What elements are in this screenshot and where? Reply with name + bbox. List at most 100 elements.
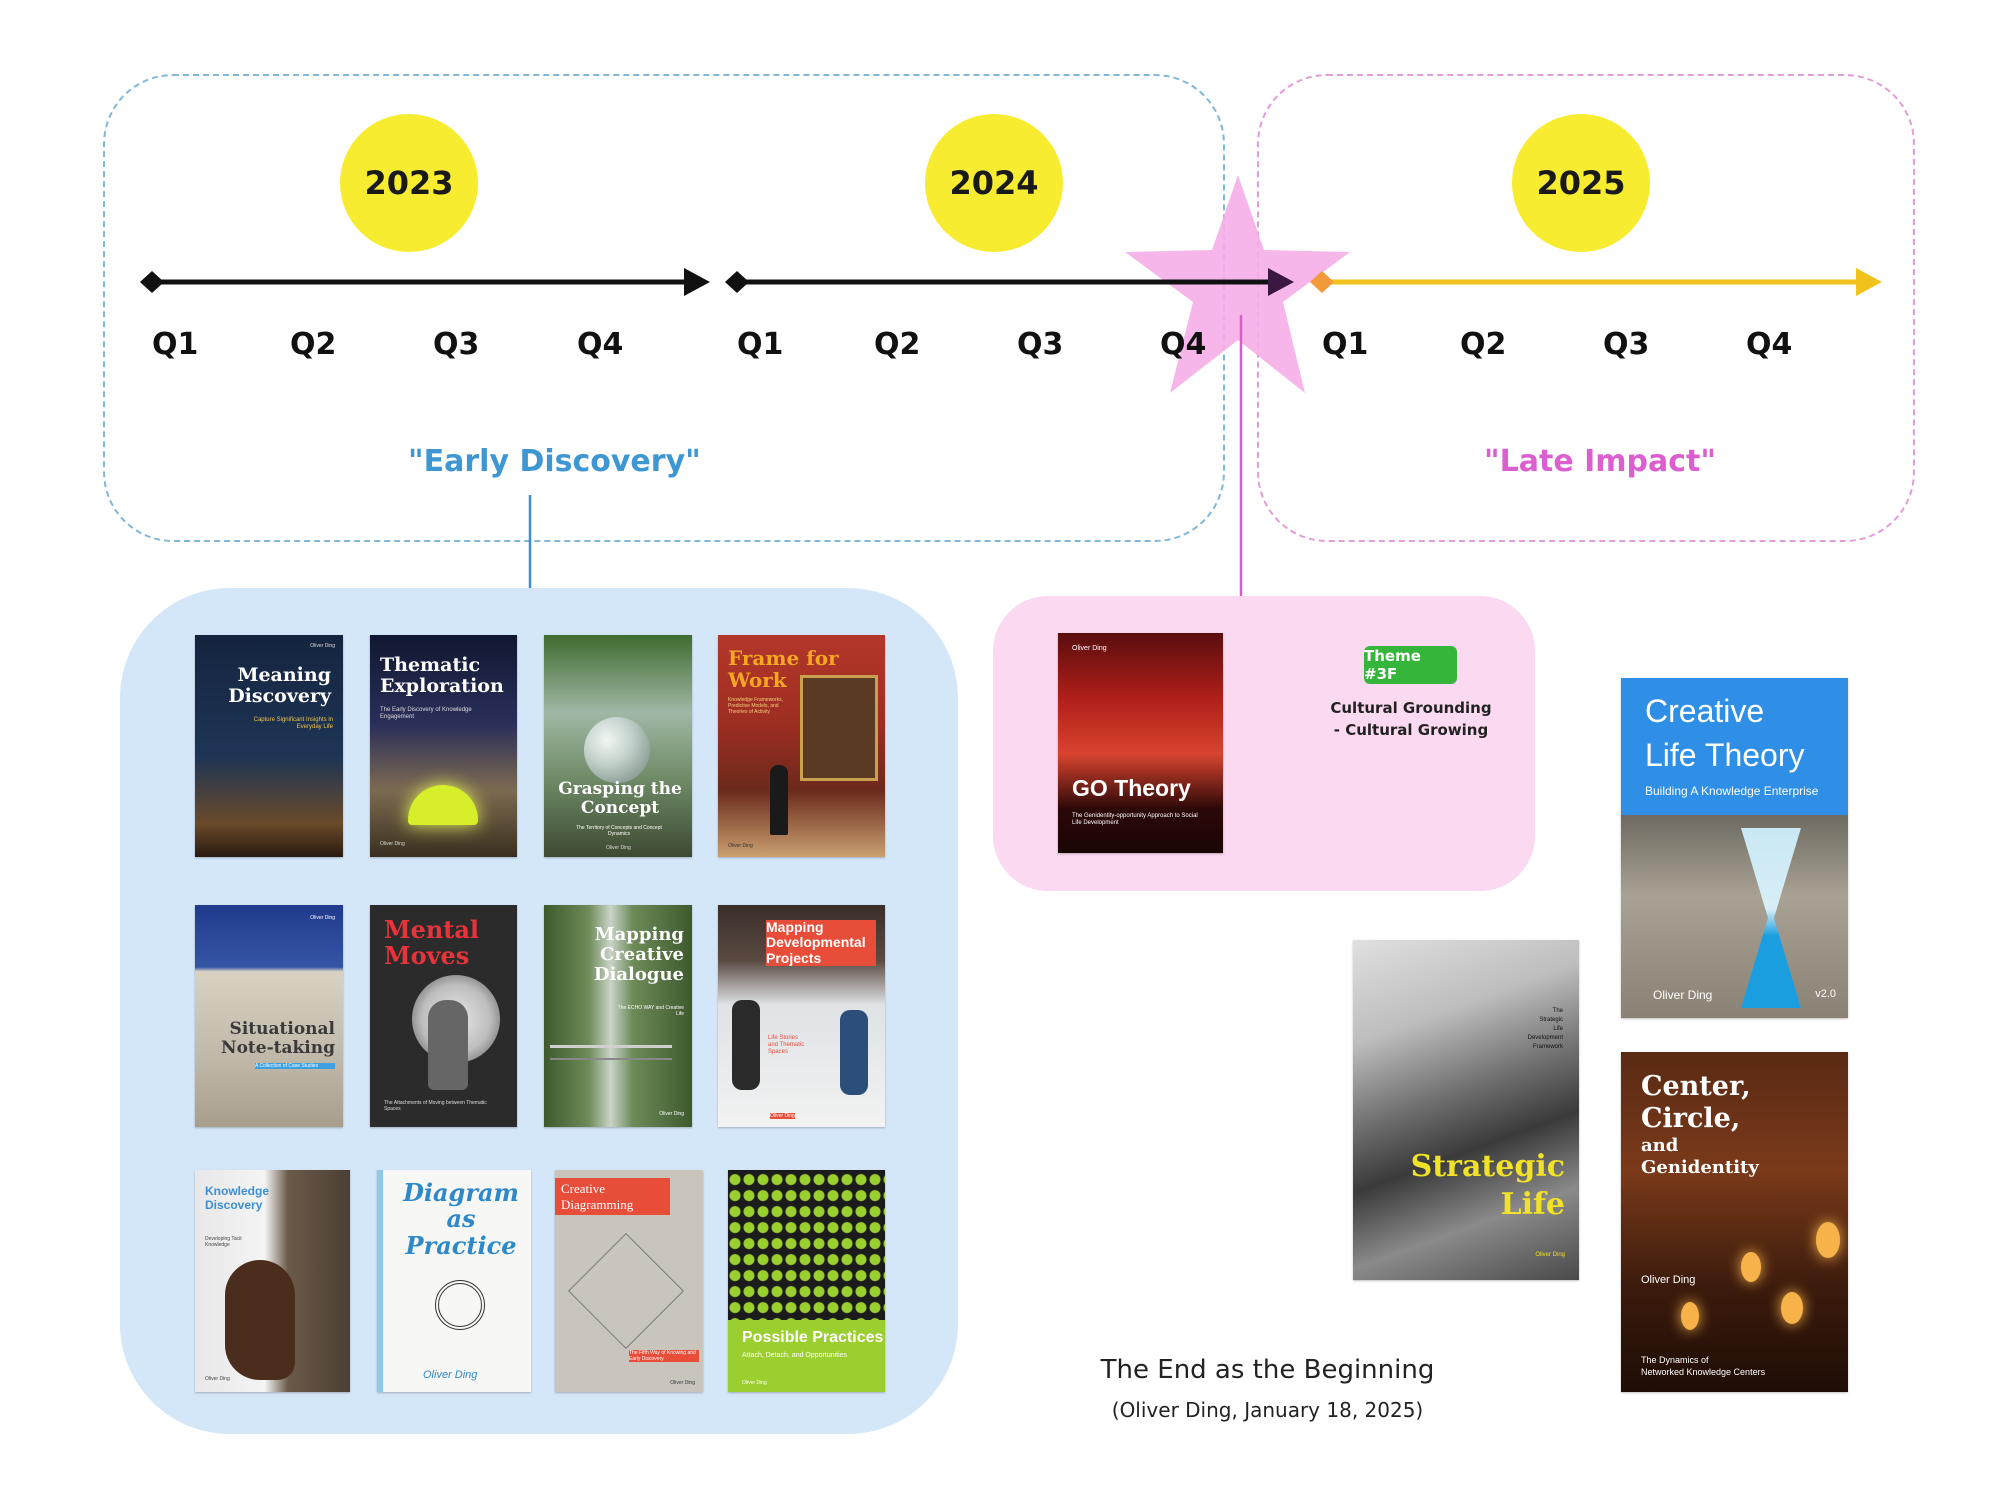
- early-discovery-label: "Early Discovery": [408, 444, 701, 479]
- book-title: Thematic Exploration: [380, 654, 504, 697]
- child-figure-2: [840, 1010, 868, 1095]
- book-creative-life-theory[interactable]: Creative Life Theory Building A Knowledg…: [1621, 678, 1848, 1018]
- visitor-figure: [770, 765, 788, 835]
- caption-title: The End as the Beginning: [1100, 1355, 1435, 1385]
- q3-2023-label: Q3: [433, 327, 480, 362]
- book-center-circle-genidentity[interactable]: Center, Circle, and Genidentity Oliver D…: [1621, 1052, 1848, 1392]
- bridge-shape: [550, 1045, 672, 1060]
- year-2023-circle: 2023: [340, 114, 478, 252]
- book-subtitle: The ECHO WAY and Creative Life: [617, 1005, 684, 1017]
- book-frame-for-work[interactable]: Frame for Work Knowledge Frameworks, Pre…: [718, 635, 885, 857]
- book-title: Mental Moves: [384, 915, 480, 971]
- book-title: Mapping Creative Dialogue: [593, 924, 684, 985]
- book-grasping-the-concept[interactable]: Grasping the Concept The Territory of Co…: [544, 635, 692, 857]
- book-author: Oliver Ding: [205, 1376, 230, 1382]
- timeline-2024-arrowhead: [1268, 268, 1294, 296]
- book-author: Oliver Ding: [1641, 1274, 1696, 1286]
- late-impact-label: "Late Impact": [1484, 444, 1717, 479]
- book-knowledge-discovery[interactable]: Knowledge Discovery Developing Tacit Kno…: [195, 1170, 350, 1392]
- book-title: Knowledge Discovery: [205, 1184, 270, 1213]
- book-strategic-life[interactable]: The Strategic Life Development Framework…: [1353, 940, 1579, 1280]
- book-title-line-3: and: [1641, 1135, 1679, 1156]
- book-meaning-discovery[interactable]: Meaning Discovery Capture Significant In…: [195, 635, 343, 857]
- bulb-1: [1741, 1252, 1761, 1282]
- book-title-line-1: Creative: [1645, 693, 1765, 729]
- book-mapping-developmental-projects[interactable]: Mapping Developmental Projects Life Stor…: [718, 905, 885, 1127]
- book-subtitle: Building A Knowledge Enterprise: [1645, 784, 1819, 798]
- book-top-line-3: Life: [1553, 1026, 1563, 1032]
- q3-2025-label: Q3: [1603, 327, 1650, 362]
- book-subtitle: The Territory of Concepts and Concept Dy…: [576, 825, 662, 837]
- sketch-lines: [568, 1233, 684, 1349]
- book-author: Oliver Ding: [728, 843, 753, 849]
- timeline-2025-start-marker: [1310, 271, 1334, 293]
- year-2025-label: 2025: [1536, 164, 1626, 202]
- q2-2025-label: Q2: [1460, 327, 1507, 362]
- book-title: GO Theory: [1072, 775, 1191, 801]
- book-mapping-creative-dialogue[interactable]: Mapping Creative Dialogue The ECHO WAY a…: [544, 905, 692, 1127]
- caption-subtitle: (Oliver Ding, January 18, 2025): [1111, 1398, 1424, 1422]
- book-title: Grasping the Concept: [558, 779, 682, 818]
- year-2024-label: 2024: [949, 164, 1039, 202]
- timeline-2023-start-marker: [140, 271, 164, 293]
- book-title: Creative Diagramming: [555, 1178, 670, 1216]
- book-top-line-1: The: [1552, 1008, 1563, 1014]
- book-diagram-as-practice[interactable]: Diagram as Practice Oliver Ding: [377, 1170, 531, 1392]
- book-subtitle-2: Networked Knowledge Centers: [1641, 1367, 1766, 1377]
- book-author: Oliver Ding: [310, 915, 335, 921]
- cycle-diagram: [435, 1280, 485, 1330]
- year-2024-circle: 2024: [925, 114, 1063, 252]
- book-subtitle: Knowledge Frameworks, Predictive Models,…: [728, 697, 784, 715]
- q4-2025-label: Q4: [1746, 327, 1793, 362]
- year-2023-label: 2023: [364, 164, 454, 202]
- book-title-line-1: Strategic: [1410, 1149, 1565, 1184]
- q2-2023-label: Q2: [290, 327, 337, 362]
- q3-2024-label: Q3: [1017, 327, 1064, 362]
- book-title-line-1: Center,: [1641, 1071, 1751, 1102]
- book-title: Situational Note-taking: [221, 1019, 335, 1058]
- book-author: Oliver Ding: [310, 643, 335, 649]
- book-title-line-4: Genidentity: [1641, 1157, 1759, 1178]
- book-author: Oliver Ding: [670, 1380, 695, 1386]
- q2-2024-label: Q2: [874, 327, 921, 362]
- book-author: Oliver Ding: [1072, 645, 1107, 652]
- book-mental-moves[interactable]: Mental Moves The Attachments of Moving b…: [370, 905, 517, 1127]
- crystal-ball: [584, 717, 650, 783]
- book-author: Oliver Ding: [423, 1368, 478, 1381]
- book-situational-note-taking[interactable]: Situational Note-taking A Collection of …: [195, 905, 343, 1127]
- book-title: Mapping Developmental Projects: [766, 919, 876, 967]
- book-author: Oliver Ding: [659, 1111, 684, 1117]
- q4-2023-label: Q4: [577, 327, 624, 362]
- book-go-theory[interactable]: Oliver Ding GO Theory The Genidentity-op…: [1058, 633, 1223, 853]
- q1-2023-label: Q1: [152, 327, 199, 362]
- book-subtitle: The Fifth Way of Knowing and Early Disco…: [629, 1350, 699, 1362]
- timeline-2023-arrowhead: [684, 268, 710, 296]
- book-top-line-5: Framework: [1532, 1044, 1563, 1050]
- book-subtitle: The Genidentity-opportunity Approach to …: [1072, 813, 1198, 827]
- bulb-4: [1681, 1302, 1699, 1330]
- book-creative-diagramming[interactable]: Creative Diagramming The Fifth Way of Kn…: [555, 1170, 703, 1392]
- timeline-2024-start-marker: [725, 271, 749, 293]
- book-subtitle: Attach, Detach, and Opportunities: [742, 1352, 848, 1359]
- book-title: Diagram as Practice: [403, 1178, 519, 1260]
- child-figure-1: [732, 1000, 760, 1090]
- theme-tag: Theme #3F: [1364, 646, 1457, 684]
- book-top-line-2: Strategic: [1539, 1017, 1563, 1023]
- book-title: Possible Practices: [742, 1329, 884, 1346]
- hourglass-photo: [1621, 815, 1848, 1018]
- bulb-2: [1781, 1292, 1803, 1324]
- book-title-line-2: Life: [1500, 1187, 1565, 1222]
- book-subtitle: A Collection of Case Studies: [255, 1063, 335, 1069]
- book-possible-practices[interactable]: Possible Practices Attach, Detach, and O…: [728, 1170, 885, 1392]
- book-author: Oliver Ding: [1653, 988, 1713, 1002]
- book-author: Oliver Ding: [742, 1380, 767, 1386]
- go-theory-line-2: - Cultural Growing: [1333, 721, 1489, 739]
- book-subtitle: Developing Tacit Knowledge: [205, 1236, 242, 1248]
- go-theory-line-1: Cultural Grounding: [1330, 699, 1492, 717]
- book-subtitle: Capture Significant Insights in Everyday…: [253, 717, 333, 731]
- book-thematic-exploration[interactable]: Thematic Exploration The Early Discovery…: [370, 635, 517, 857]
- book-author: Oliver Ding: [770, 1113, 795, 1119]
- bulb-3: [1816, 1222, 1840, 1258]
- book-title-line-2: Life Theory: [1645, 737, 1805, 773]
- q1-2024-label: Q1: [737, 327, 784, 362]
